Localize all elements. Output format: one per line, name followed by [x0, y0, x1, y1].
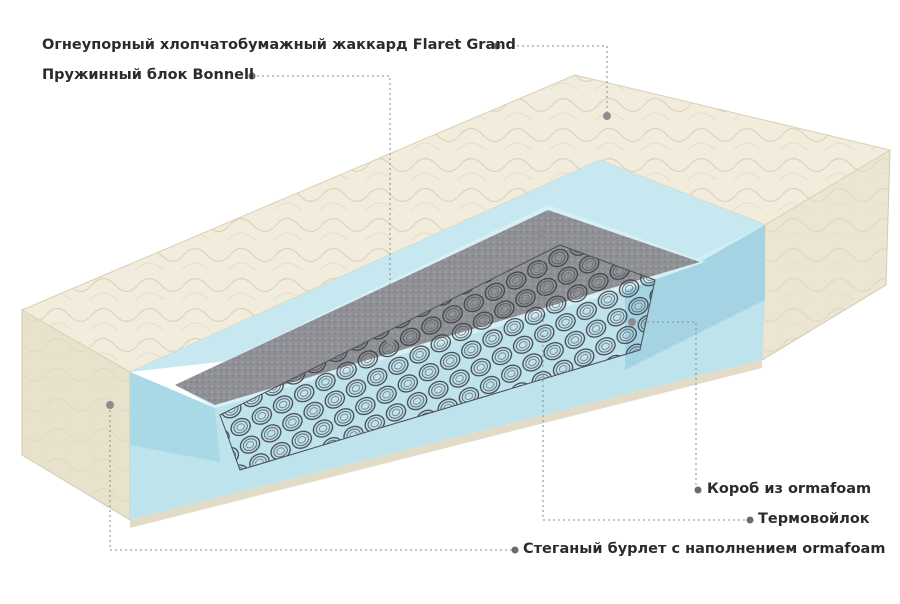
- leader-cover: [497, 45, 608, 116]
- spring-coils: [220, 245, 655, 470]
- leader-spring: [252, 75, 391, 340]
- spring-block: [219, 244, 656, 471]
- label-quilted-border: Стеганый бурлет с наполнением ormafoam: [523, 541, 886, 557]
- label-spring-block: Пружинный блок Bonnell: [42, 67, 254, 83]
- dot-cover-target: [603, 112, 611, 120]
- dot-foam-label: [694, 486, 702, 494]
- label-felt: Термовойлок: [758, 511, 870, 527]
- foam-left-block: [130, 372, 220, 462]
- label-cover: Огнеупорный хлопчатобумажный жаккард Fla…: [42, 37, 516, 53]
- foam-right-block: [625, 225, 765, 370]
- dot-border-label: [511, 546, 519, 554]
- mattress-body: [20, 74, 892, 528]
- leader-border: [109, 405, 515, 551]
- marker-dots: [106, 42, 754, 554]
- label-foam-box: Короб из ormafoam: [707, 481, 872, 497]
- dot-felt-label: [746, 516, 754, 524]
- dot-spring-label: [248, 72, 256, 80]
- dot-foam-target: [628, 318, 636, 326]
- dot-cover-label: [493, 42, 501, 50]
- dot-border-target: [106, 401, 114, 409]
- leader-foam: [632, 321, 697, 490]
- dot-spring-target: [386, 336, 394, 344]
- dot-felt-target: [536, 229, 544, 237]
